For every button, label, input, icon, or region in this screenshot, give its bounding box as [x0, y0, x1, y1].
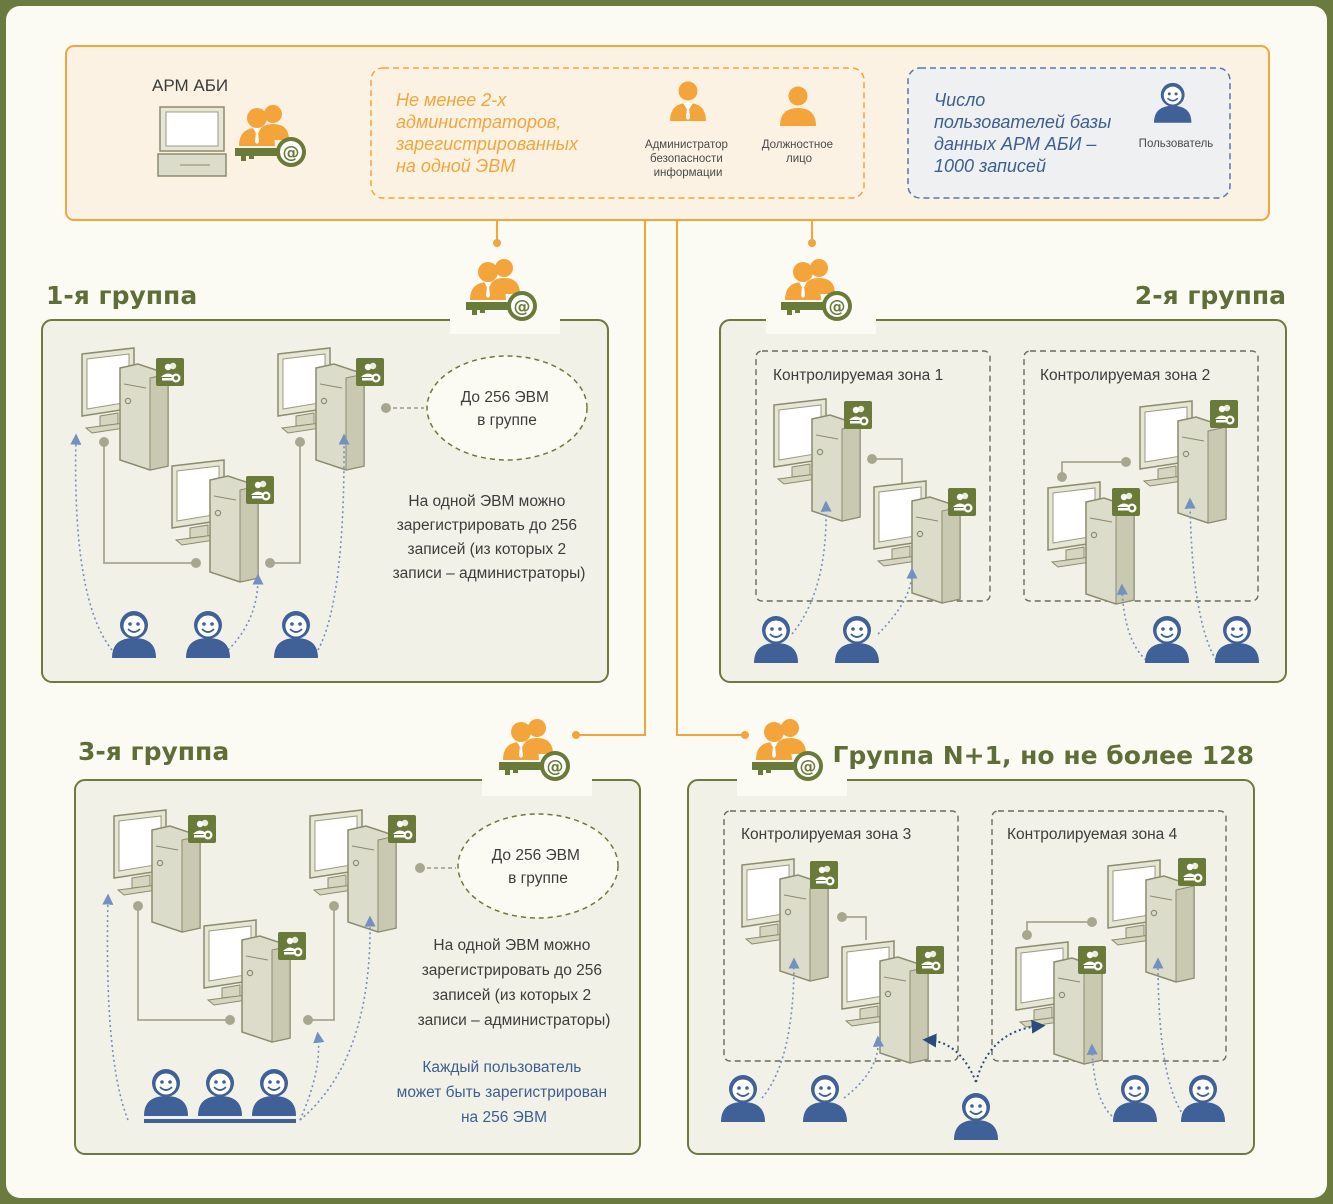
zone-4-label: Контролируемая зона 4	[1007, 826, 1178, 843]
admin-badge-icon	[156, 358, 184, 386]
group-2-panel: 2-я группа Контролируемая зона 1 Контрол…	[719, 259, 1287, 683]
zone-1-label: Контролируемая зона 1	[773, 367, 943, 384]
group-1-bubble-text: До 256 ЭВМ в группе	[461, 389, 553, 429]
official-label: Должностное лицо	[762, 139, 837, 165]
admin-badge-icon	[948, 488, 976, 516]
workstation-panel: АРМ АБИ Не менее 2-х администраторов, за…	[65, 45, 1270, 221]
admin-badge-icon	[810, 861, 838, 889]
admin-badge-icon	[388, 815, 416, 843]
zone-2-label: Контролируемая зона 2	[1040, 367, 1210, 384]
workstation-label: АРМ АБИ	[152, 76, 228, 95]
group-2-title: 2-я группа	[1135, 281, 1286, 310]
group-3-count-bubble	[457, 813, 619, 919]
group-3-panel: 3-я группа До 256 ЭВМ в группе На одной …	[74, 719, 641, 1155]
group-1-panel: 1-я группа До 256 ЭВМ в группе На одной …	[41, 259, 609, 683]
group-1-count-bubble	[426, 355, 588, 461]
admin-badge-icon	[844, 401, 872, 429]
group-1-note: На одной ЭВМ можно зарегистрировать до 2…	[393, 493, 586, 582]
security-admin-label: Администратор безопасности информации	[645, 139, 731, 179]
admin-badge-icon	[188, 815, 216, 843]
zone-2-box	[1023, 350, 1259, 602]
admin-badge-icon	[356, 358, 384, 386]
workstation-computer-icon	[157, 106, 227, 177]
zone-3-box	[723, 810, 959, 1062]
group-1-title: 1-я группа	[46, 281, 197, 310]
admin-badge-icon	[916, 946, 944, 974]
admin-badge-icon	[1210, 400, 1238, 428]
group-3-bubble-text: До 256 ЭВМ в группе	[492, 847, 584, 887]
admin-badge-icon	[278, 932, 306, 960]
user-note-text: Число пользователей базы данных АРМ АБИ …	[934, 90, 1116, 176]
admin-badge-icon	[1178, 858, 1206, 886]
user-note-box	[907, 67, 1231, 199]
admin-badge-icon	[246, 476, 274, 504]
group-n-title: Группа N+1, но не более 128	[832, 741, 1254, 770]
admin-badge-icon	[1078, 946, 1106, 974]
zone-1-box	[755, 350, 991, 602]
zone-3-label: Контролируемая зона 3	[741, 826, 911, 843]
zone-4-box	[991, 810, 1227, 1062]
group-3-title: 3-я группа	[78, 737, 229, 766]
admin-badge-icon	[1112, 488, 1140, 516]
admin-note-box	[370, 67, 865, 199]
group-3-user-note: Каждый пользователь может быть зарегистр…	[397, 1059, 612, 1126]
admin-note-text: Не менее 2-х администраторов, зарегистри…	[395, 90, 583, 176]
user-legend-label: Пользователь	[1139, 138, 1214, 150]
group-3-note: На одной ЭВМ можно зарегистрировать до 2…	[418, 937, 611, 1029]
group-n-panel: Группа N+1, но не более 128 Контролируем…	[687, 719, 1255, 1155]
